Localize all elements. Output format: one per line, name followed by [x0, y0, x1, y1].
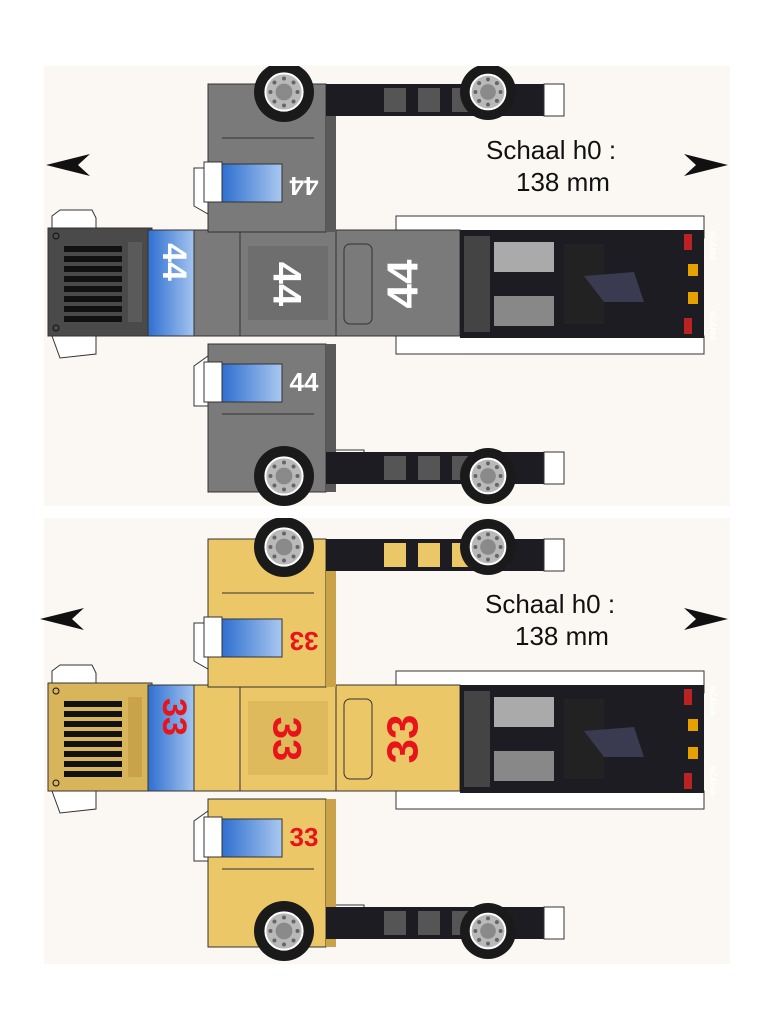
rear-brand: SCANIA	[708, 766, 717, 797]
cab-back-panel	[335, 684, 461, 792]
side-number: 33	[290, 822, 319, 852]
side-window	[221, 163, 283, 203]
back-number: 44	[379, 259, 428, 308]
side-bottom: 44	[203, 343, 565, 506]
glue-tab	[51, 790, 97, 814]
chassis-rail	[326, 84, 562, 116]
roof-panel	[239, 229, 337, 337]
front-number: 44	[155, 243, 193, 281]
wheel-icon	[254, 518, 314, 577]
windshield	[147, 229, 197, 337]
cab-front-panel	[193, 684, 241, 792]
glue-tab	[395, 335, 705, 355]
roof-panel	[239, 684, 337, 792]
rear-chassis: SCANIA SCANIA	[460, 685, 717, 797]
windshield	[147, 684, 197, 792]
side-top: 33	[203, 518, 565, 688]
rear-chassis: SCANIA SCANIA	[460, 230, 717, 342]
wheel-icon	[460, 903, 516, 959]
mirror-tab	[203, 361, 223, 403]
side-bottom: 33	[203, 798, 565, 961]
scale-label-line1: Schaal h0 :	[485, 589, 616, 619]
roof-number: 44	[264, 262, 308, 307]
fifth-wheel	[584, 272, 644, 302]
side-top: 44	[203, 66, 565, 233]
wheel-icon	[460, 519, 516, 575]
chassis-rail	[326, 907, 562, 939]
roof-inset	[248, 246, 328, 320]
rear-brand: SCANIA	[708, 311, 717, 342]
side-window	[221, 818, 283, 858]
glue-tab	[395, 790, 705, 810]
cab-back-frame	[343, 243, 373, 325]
grille-panel	[47, 227, 153, 337]
rear-brand: SCANIA	[708, 231, 717, 262]
rear-brand: SCANIA	[708, 686, 717, 717]
wheel-icon	[254, 446, 314, 506]
fifth-wheel	[584, 727, 644, 757]
glue-tab	[51, 335, 97, 359]
side-window	[221, 618, 283, 658]
wheel-icon	[254, 901, 314, 961]
wheel-icon	[254, 66, 314, 122]
side-window	[221, 363, 283, 403]
scale-label-line2: 138 mm	[515, 621, 609, 651]
mirror-tab	[203, 616, 223, 658]
grille-panel	[47, 682, 153, 792]
back-number: 33	[379, 715, 428, 764]
chassis-rail	[326, 539, 562, 571]
scale-label-line2: 138 mm	[516, 167, 610, 197]
cab-front-panel	[193, 229, 241, 337]
side-number: 44	[290, 367, 319, 397]
cab-back-frame	[343, 698, 373, 780]
chassis-rail	[326, 452, 562, 484]
front-number: 33	[155, 698, 193, 736]
wheel-icon	[460, 66, 516, 120]
roof-number: 33	[264, 717, 308, 762]
side-number: 33	[290, 626, 319, 656]
scale-label-line1: Schaal h0 :	[486, 135, 617, 165]
side-number: 44	[289, 171, 318, 201]
wheel-icon	[460, 448, 516, 504]
mirror-tab	[203, 161, 223, 203]
mirror-tab	[203, 816, 223, 858]
cab-back-panel	[335, 229, 461, 337]
roof-inset	[248, 701, 328, 775]
